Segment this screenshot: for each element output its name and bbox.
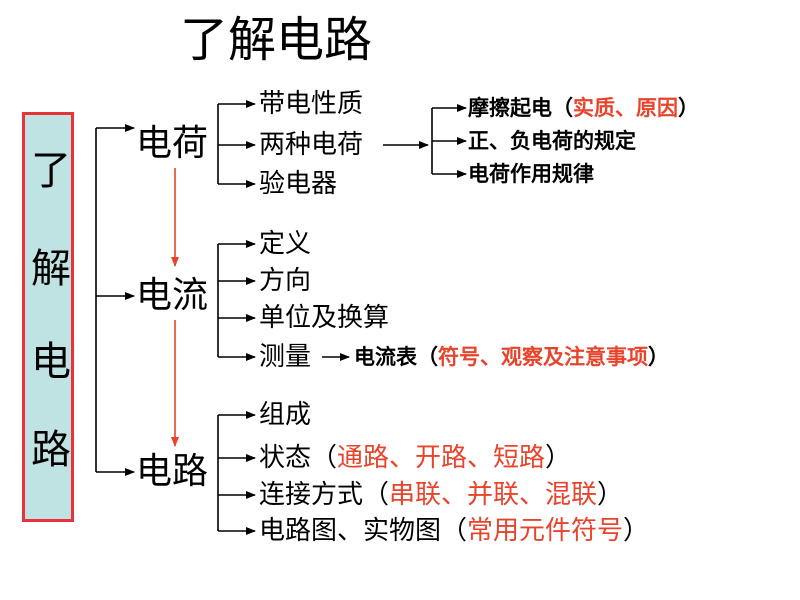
charge-item: 两种电荷 (259, 130, 364, 160)
circuit-item: 组成 (259, 400, 312, 430)
charge-sub-item: 正、负电荷的规定 (468, 129, 636, 153)
node-current: 电流 (136, 275, 209, 316)
circuit-item: 连接方式（串联、并联、混联） (259, 480, 624, 510)
current-meter: 电流表（符号、观察及注意事项） (354, 345, 669, 369)
charge-sub-item: 摩擦起电（实质、原因） (468, 96, 699, 120)
charge-item: 带电性质 (259, 89, 364, 119)
side-title-box (22, 112, 74, 522)
node-charge: 电荷 (136, 123, 209, 164)
circuit-item: 状态（通路、开路、短路） (259, 443, 572, 473)
current-item: 定义 (259, 229, 312, 259)
page-title: 了解电路 (180, 12, 373, 68)
circuit-item: 电路图、实物图（常用元件符号） (259, 516, 650, 546)
side-title-char: 解 (31, 246, 71, 292)
current-item: 方向 (259, 266, 312, 296)
current-item: 单位及换算 (259, 303, 390, 333)
current-item: 测量 (259, 342, 312, 372)
charge-sub-item: 电荷作用规律 (468, 162, 594, 186)
side-title-char: 电 (31, 339, 71, 385)
charge-item: 验电器 (259, 169, 338, 199)
side-title-char: 了 (31, 148, 71, 194)
node-circuit: 电路 (136, 451, 209, 492)
side-title-char: 路 (31, 427, 71, 473)
